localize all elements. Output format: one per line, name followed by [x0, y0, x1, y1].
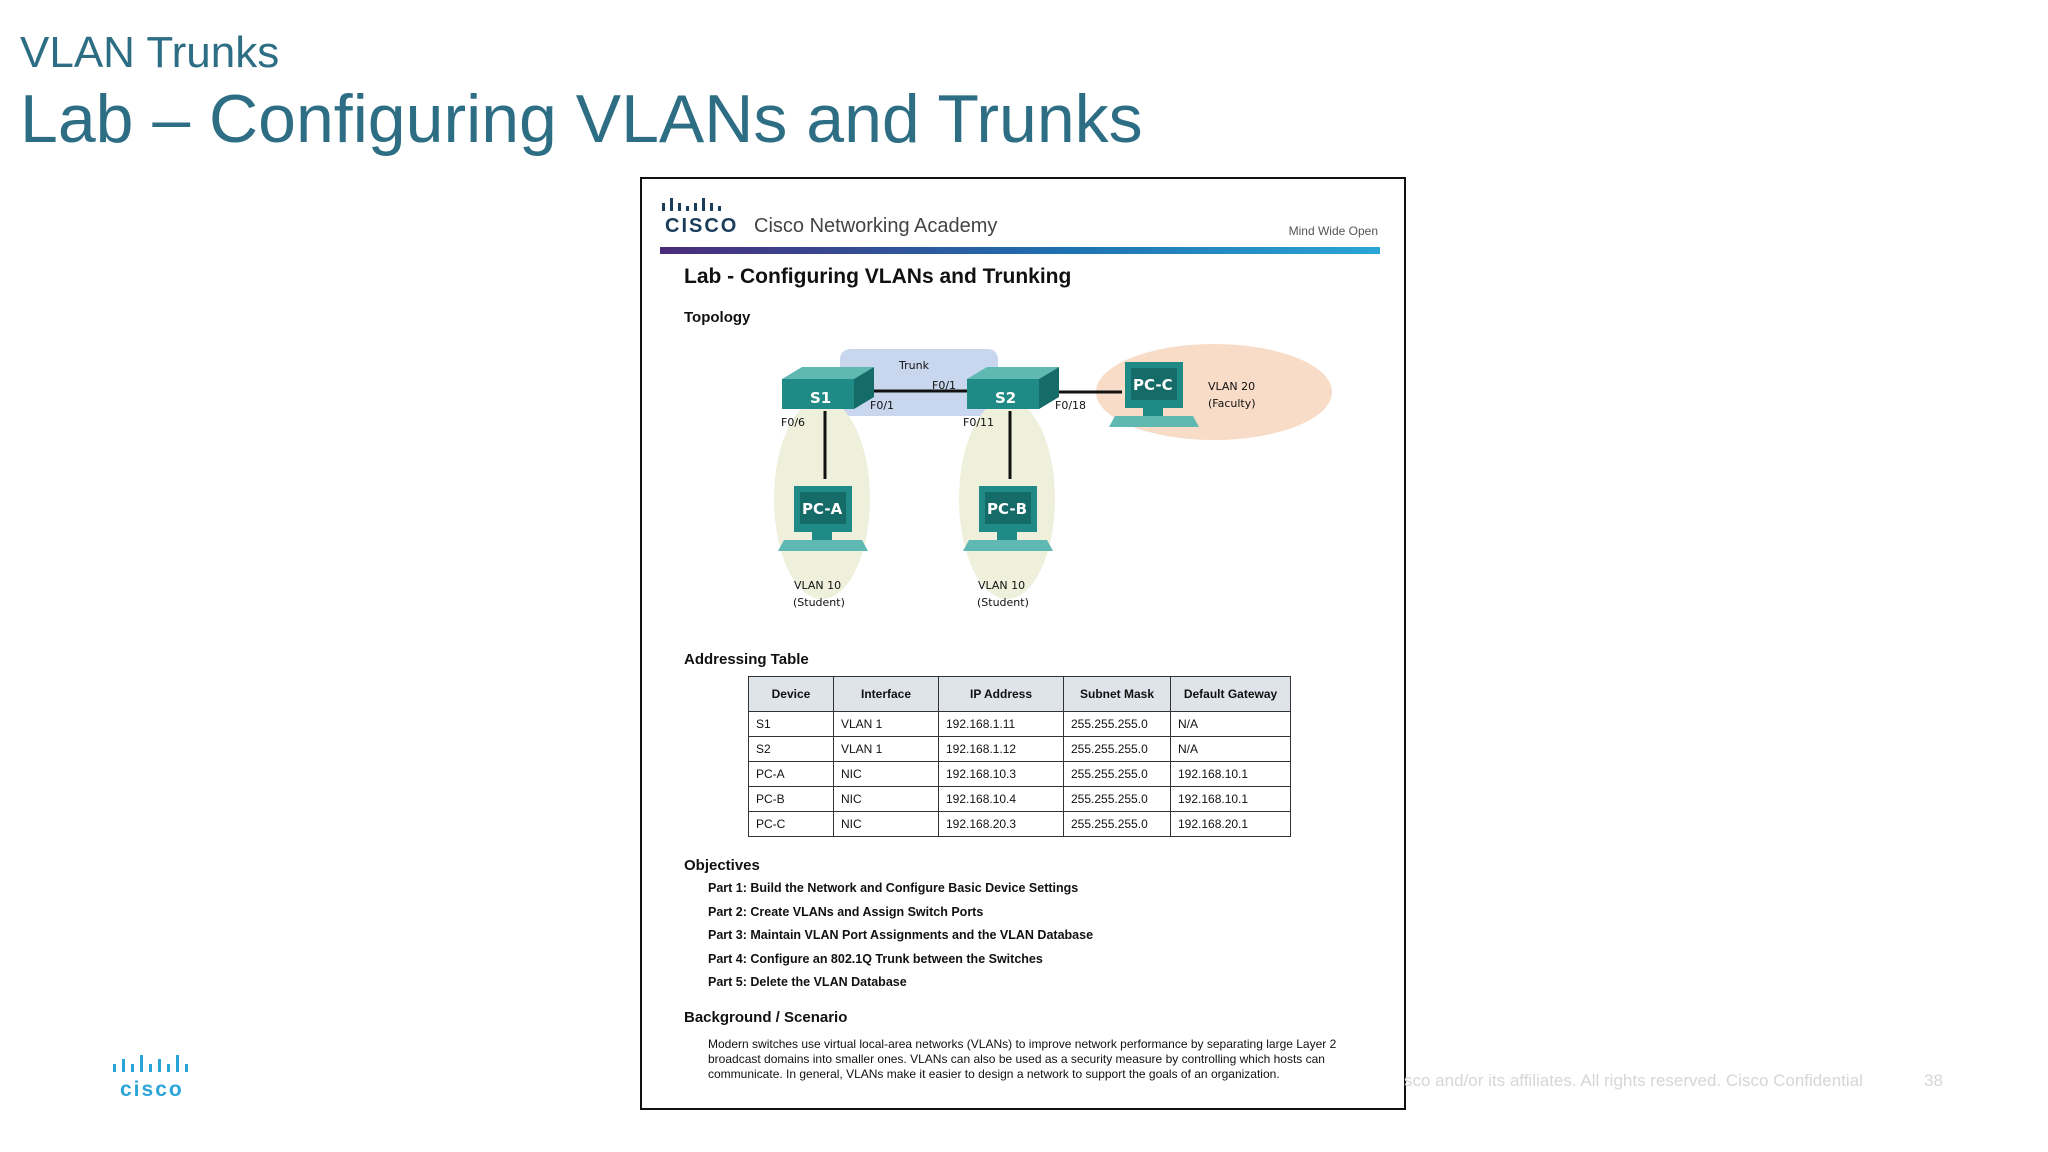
- port-s1-f01: F0/1: [870, 399, 894, 412]
- background-text: Modern switches use virtual local-area n…: [708, 1037, 1337, 1081]
- port-s2-f011: F0/11: [963, 416, 994, 429]
- background-heading: Background / Scenario: [684, 1009, 848, 1026]
- trunk-label: Trunk: [898, 359, 930, 372]
- table-cell: VLAN 1: [833, 736, 939, 762]
- table-row: S1 VLAN 1 192.168.1.11 255.255.255.0 N/A: [748, 711, 1291, 737]
- list-item: Part 4: Configure an 802.1Q Trunk betwee…: [708, 951, 1043, 966]
- pc-b-icon: [963, 486, 1053, 551]
- pc-c-group: (Faculty): [1208, 397, 1256, 410]
- table-header: Interface: [833, 676, 939, 712]
- pc-a-vlan: VLAN 10: [794, 579, 841, 592]
- port-s2-f01: F0/1: [932, 379, 956, 392]
- table-cell: NIC: [833, 761, 939, 787]
- objectives-list: Part 1: Build the Network and Configure …: [708, 881, 1093, 999]
- header-rule: [660, 247, 1380, 254]
- table-cell: 192.168.1.11: [938, 711, 1064, 737]
- topology-heading: Topology: [684, 309, 751, 326]
- table-cell: PC-A: [748, 761, 834, 787]
- list-item: Part 3: Maintain VLAN Port Assignments a…: [708, 928, 1094, 942]
- switch-s1-icon: [782, 367, 874, 409]
- table-cell: PC-B: [748, 786, 834, 812]
- list-item: Part 1: Build the Network and Configure …: [708, 881, 1079, 895]
- table-cell: N/A: [1170, 736, 1291, 762]
- pc-b-group: (Student): [977, 596, 1029, 609]
- table-row: PC-C NIC 192.168.20.3 255.255.255.0 192.…: [748, 811, 1291, 837]
- table-header: Subnet Mask: [1063, 676, 1171, 712]
- table-cell: 192.168.10.1: [1170, 786, 1291, 812]
- port-s2-f018: F0/18: [1055, 399, 1086, 412]
- slide-kicker: VLAN Trunks: [20, 28, 280, 77]
- cisco-logo-icon: [113, 1055, 188, 1072]
- table-cell: S2: [748, 736, 834, 762]
- pc-c-vlan: VLAN 20: [1208, 380, 1255, 393]
- table-cell: 255.255.255.0: [1063, 761, 1171, 787]
- table-header: Device: [748, 676, 834, 712]
- topology-diagram: Trunk S1 S2 PC-A PC-B PC-C F0/6 F0/1 F0/…: [774, 344, 1332, 609]
- table-cell: 192.168.10.3: [938, 761, 1064, 787]
- table-cell: 192.168.10.4: [938, 786, 1064, 812]
- pc-a-icon: [778, 486, 868, 551]
- lab-document-image: CISCO Cisco Networking Academy Mind Wide…: [640, 177, 1406, 1110]
- table-header: IP Address: [938, 676, 1064, 712]
- pc-a-group: (Student): [793, 596, 845, 609]
- table-cell: 255.255.255.0: [1063, 736, 1171, 762]
- footer-copyright: sco and/or its affiliates. All rights re…: [1404, 1071, 1863, 1090]
- table-cell: PC-C: [748, 811, 834, 837]
- list-item: Part 5: Delete the VLAN Database: [708, 975, 907, 989]
- cisco-logo-icon: [662, 198, 721, 211]
- switch-s2-label: S2: [995, 389, 1016, 407]
- table-cell: 192.168.20.3: [938, 811, 1064, 837]
- doc-brand: CISCO: [665, 215, 739, 237]
- table-row: S2 VLAN 1 192.168.1.12 255.255.255.0 N/A: [748, 736, 1291, 762]
- slide-title: Lab – Configuring VLANs and Trunks: [20, 81, 1143, 157]
- table-header-row: Device Interface IP Address Subnet Mask …: [748, 676, 1291, 712]
- table-cell: S1: [748, 711, 834, 737]
- list-item: Part 2: Create VLANs and Assign Switch P…: [708, 904, 984, 919]
- addressing-heading: Addressing Table: [684, 651, 809, 668]
- table-row: PC-B NIC 192.168.10.4 255.255.255.0 192.…: [748, 786, 1291, 812]
- table-cell: 255.255.255.0: [1063, 786, 1171, 812]
- table-cell: 192.168.20.1: [1170, 811, 1291, 837]
- table-cell: NIC: [833, 786, 939, 812]
- pc-b-vlan: VLAN 10: [978, 579, 1025, 592]
- table-row: PC-A NIC 192.168.10.3 255.255.255.0 192.…: [748, 761, 1291, 787]
- table-header: Default Gateway: [1170, 676, 1291, 712]
- table-cell: NIC: [833, 811, 939, 837]
- table-cell: 255.255.255.0: [1063, 811, 1171, 837]
- table-cell: N/A: [1170, 711, 1291, 737]
- pc-c-label: PC-C: [1133, 376, 1173, 394]
- footer-brand: cisco: [120, 1078, 184, 1101]
- switch-s1-label: S1: [810, 389, 831, 407]
- table-cell: 192.168.10.1: [1170, 761, 1291, 787]
- doc-title: Lab - Configuring VLANs and Trunking: [684, 265, 1072, 288]
- pc-b-label: PC-B: [987, 500, 1027, 518]
- addressing-table: Device Interface IP Address Subnet Mask …: [748, 676, 1291, 837]
- pc-c-icon: [1109, 362, 1199, 427]
- doc-tagline: Mind Wide Open: [1288, 224, 1378, 238]
- switch-s2-icon: [967, 367, 1059, 409]
- table-cell: 192.168.1.12: [938, 736, 1064, 762]
- pc-a-label: PC-A: [802, 500, 843, 518]
- table-cell: 255.255.255.0: [1063, 711, 1171, 737]
- page-number: 38: [1924, 1071, 1943, 1090]
- port-s1-f06: F0/6: [781, 416, 805, 429]
- table-cell: VLAN 1: [833, 711, 939, 737]
- doc-academy: Cisco Networking Academy: [754, 215, 998, 237]
- objectives-heading: Objectives: [684, 857, 760, 874]
- trunk-zone: [840, 349, 998, 416]
